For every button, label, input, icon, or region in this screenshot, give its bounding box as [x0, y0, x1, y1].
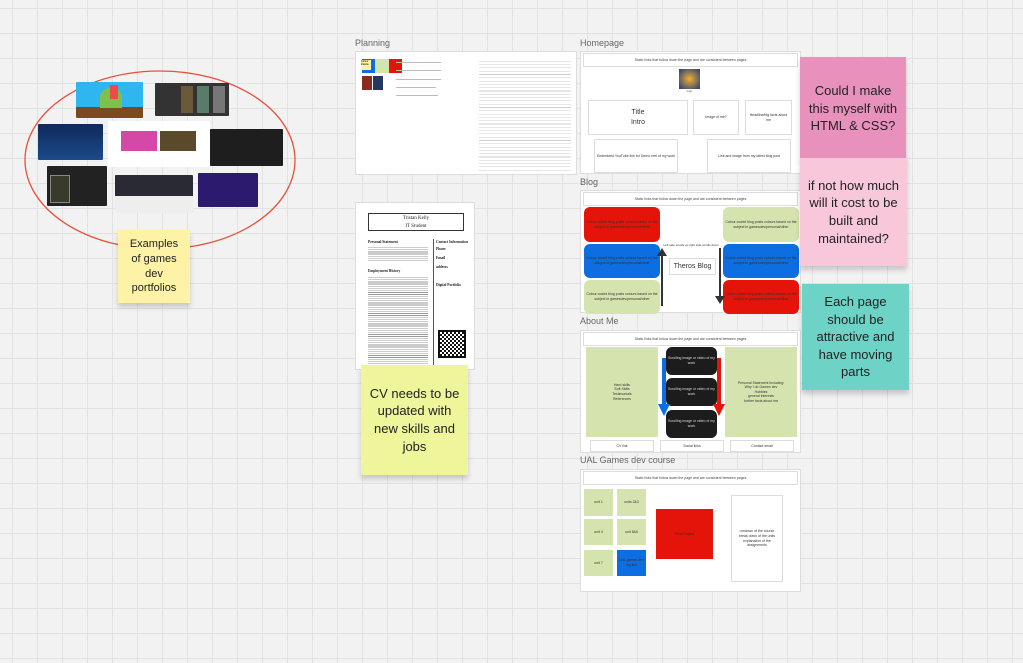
- blog-link-box: Link and image from my latest blog post: [707, 139, 791, 173]
- portfolio-thumbnail[interactable]: [198, 173, 258, 207]
- sticky-note[interactable]: Each page should be attractive and have …: [802, 284, 909, 390]
- blog-post-card[interactable]: Colour coded blog posts colours based on…: [584, 280, 660, 314]
- sticky-note[interactable]: if not how much will it cost to be built…: [800, 158, 907, 266]
- nav-header: Static links that follow down the page a…: [583, 471, 798, 485]
- scroll-arrows-icon: [657, 248, 725, 306]
- youtube-box: Embedded YouTube link for Demo reel of m…: [594, 139, 678, 173]
- nav-header: Static links that follow down the page a…: [583, 332, 798, 346]
- cv-label: Email: [436, 256, 446, 260]
- final-project-tile[interactable]: Final Project: [656, 509, 713, 559]
- scroll-arrows-icon: [658, 358, 725, 416]
- cv-label: Digital Portfolio: [436, 283, 461, 287]
- unit-tile[interactable]: unit 5&6: [617, 519, 646, 545]
- about-frame[interactable]: Static links that follow down the page a…: [580, 330, 801, 453]
- nav-header: Static links that follow down the page a…: [583, 192, 798, 206]
- portfolio-thumbnail[interactable]: [155, 83, 229, 116]
- blog-frame[interactable]: Static links that follow down the page a…: [580, 190, 801, 314]
- logo-image: [679, 69, 700, 89]
- portfolio-thumbnail[interactable]: [38, 124, 103, 160]
- sticky-note[interactable]: Could I make this myself with HTML & CSS…: [800, 57, 906, 160]
- blog-post-card[interactable]: Colour coded blog posts colours based on…: [584, 244, 660, 278]
- sticky-note[interactable]: CV needs to be updated with new skills a…: [361, 365, 468, 475]
- frame-title: Planning: [355, 38, 391, 48]
- sticky-note[interactable]: Examples of games dev portfolios: [118, 230, 190, 303]
- unit-tile[interactable]: unit 7: [584, 550, 613, 576]
- cv-label: Phone: [436, 247, 446, 251]
- portfolio-thumbnail[interactable]: [47, 166, 107, 206]
- cv-label: address: [436, 265, 448, 269]
- planning-frame[interactable]: Colour Palette: [355, 51, 577, 175]
- dev-log-link-tile[interactable]: UAL games dev log link: [617, 550, 646, 576]
- cv-role: IT Student: [405, 224, 427, 229]
- qr-code-icon: [438, 330, 466, 358]
- portfolio-thumbnail[interactable]: [76, 82, 143, 118]
- cv-heading: Personal Statement: [368, 240, 398, 244]
- blog-post-card[interactable]: Colour coded blog posts colours based on…: [584, 207, 660, 242]
- skills-box: Hard skills Soft Skills Testimonials Ref…: [586, 347, 658, 437]
- social-links-button[interactable]: Social links: [660, 440, 724, 452]
- nav-header: Static links that follow down the page a…: [583, 53, 798, 67]
- cv-name: Tristan Kelly: [402, 216, 430, 221]
- blog-post-card[interactable]: Colour coded blog posts colours based on…: [723, 244, 799, 278]
- unit-tile[interactable]: units 2&3: [617, 489, 646, 516]
- planning-notes: [479, 59, 571, 171]
- blog-post-card[interactable]: Colour coded blog posts colours based on…: [723, 280, 799, 314]
- ual-frame[interactable]: Static links that follow down the page a…: [580, 469, 801, 592]
- cv-heading: Employment History: [368, 269, 401, 273]
- frame-title: Homepage: [580, 38, 625, 48]
- unit-tile[interactable]: unit 4: [584, 519, 613, 545]
- portfolio-thumbnail[interactable]: [108, 121, 210, 167]
- logo-caption: logo: [686, 89, 693, 93]
- personal-statement-box: Personal Statement including: Why I do G…: [725, 347, 797, 437]
- headline-box: Headline/big facts about me: [745, 100, 792, 135]
- portfolio-thumbnail[interactable]: [115, 175, 193, 213]
- cv-link-button[interactable]: CV link: [590, 440, 654, 452]
- frame-title: About Me: [580, 316, 619, 326]
- frame-title: Blog: [580, 177, 599, 187]
- frame-title: UAL Games dev course: [580, 455, 676, 465]
- image-of-me-box: Image of me?: [693, 100, 739, 135]
- cv-document[interactable]: Tristan Kelly IT Student Personal Stateme…: [355, 202, 475, 370]
- scroll-note: Left side scrolls up right side scrolls …: [663, 243, 719, 248]
- intro-text: Intro: [630, 118, 645, 126]
- portfolio-thumbnail[interactable]: [210, 129, 283, 166]
- blog-post-card[interactable]: Colour coded blog posts colours based on…: [723, 207, 799, 242]
- title-text: Title: [631, 109, 645, 117]
- unit-tile[interactable]: unit 1: [584, 489, 613, 516]
- scrolling-media: Scrolling image or video of my work: [666, 347, 717, 375]
- blog-title-box: Theros Blog: [669, 258, 716, 275]
- cv-heading: Contact Information: [436, 240, 468, 244]
- course-rundown-box: rundown of the course break down of the …: [731, 495, 783, 582]
- homepage-frame[interactable]: Static links that follow down the page a…: [580, 51, 801, 174]
- contact-email-button[interactable]: Contact email: [730, 440, 794, 452]
- palette-sticky: Colour Palette: [361, 60, 371, 70]
- scrolling-media: Scrolling image or video of my work: [666, 410, 717, 438]
- scrolling-media: Scrolling image or video of my work: [666, 378, 717, 406]
